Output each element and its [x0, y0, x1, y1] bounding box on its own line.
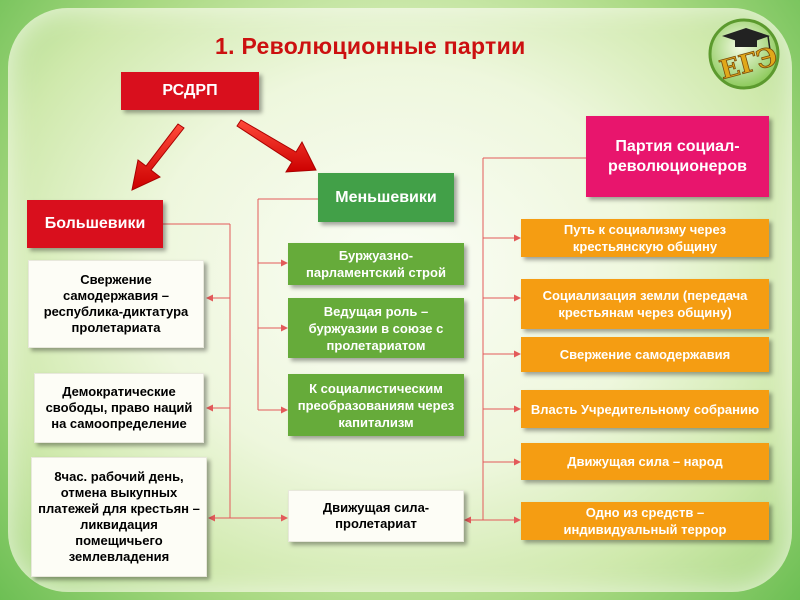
- mensheviki-item-text: Ведущая роль – буржуазии в союзе с проле…: [308, 303, 444, 353]
- driving-force-text: Движущая сила-пролетариат: [322, 500, 430, 531]
- bolsheviki-item-text: Свержение самодержавия – республика-дикт…: [43, 272, 189, 335]
- esery-item-text: Социализация земли (передача крестьянам …: [542, 288, 748, 320]
- esery-item-text: Движущая сила – народ: [567, 454, 723, 469]
- esery-item-4: Власть Учредительному собранию: [521, 390, 769, 428]
- ege-logo-icon: ЕГЭ: [708, 18, 781, 90]
- bolsheviki-item-text: Демократические свободы, право наций на …: [45, 384, 193, 431]
- esery-item-text: Одно из средств – индивидуальный террор: [563, 505, 727, 537]
- esery-item-2: Социализация земли (передача крестьянам …: [521, 279, 769, 329]
- driving-force-proletariat: Движущая сила-пролетариат: [288, 490, 464, 542]
- bolsheviki-box: Большевики: [27, 200, 163, 248]
- esery-item-3: Свержение самодержавия: [521, 337, 769, 372]
- bolsheviki-item-text: 8час. рабочий день, отмена выкупных плат…: [38, 469, 200, 564]
- bolsheviki-item-1: Свержение самодержавия – республика-дикт…: [28, 260, 204, 348]
- mensheviki-item-2: Ведущая роль – буржуазии в союзе с проле…: [288, 298, 464, 358]
- esery-item-text: Власть Учредительному собранию: [530, 401, 760, 417]
- esery-item-text: Свержение самодержавия: [559, 347, 731, 362]
- esery-label: Партия социал-революционеров: [608, 137, 747, 175]
- esery-item-text: Путь к социализму через крестьянскую общ…: [563, 222, 727, 254]
- bolsheviki-item-2: Демократические свободы, право наций на …: [34, 373, 204, 443]
- arrow-to-mensheviki: [236, 119, 317, 173]
- mensheviki-item-text: Буржуазно-парламентский строй: [306, 248, 446, 280]
- esery-box: Партия социал-революционеров: [586, 116, 769, 197]
- arrow-to-bolsheviki: [131, 123, 185, 191]
- bolsheviki-item-3: 8час. рабочий день, отмена выкупных плат…: [31, 457, 207, 577]
- rsdrp-box: РСДРП: [121, 72, 259, 110]
- bolsheviki-label: Большевики: [44, 215, 146, 232]
- mensheviki-box: Меньшевики: [318, 173, 454, 222]
- esery-item-1: Путь к социализму через крестьянскую общ…: [521, 219, 769, 257]
- rsdrp-label: РСДРП: [162, 82, 218, 99]
- mensheviki-item-1: Буржуазно-парламентский строй: [288, 243, 464, 285]
- mensheviki-label: Меньшевики: [335, 188, 437, 206]
- mensheviki-item-text: К социалистическим преобразованиям через…: [297, 380, 455, 430]
- esery-item-5: Движущая сила – народ: [521, 443, 769, 480]
- mensheviki-item-3: К социалистическим преобразованиям через…: [288, 374, 464, 436]
- esery-item-6: Одно из средств – индивидуальный террор: [521, 502, 769, 540]
- page-title: 1. Революционные партии: [215, 33, 526, 59]
